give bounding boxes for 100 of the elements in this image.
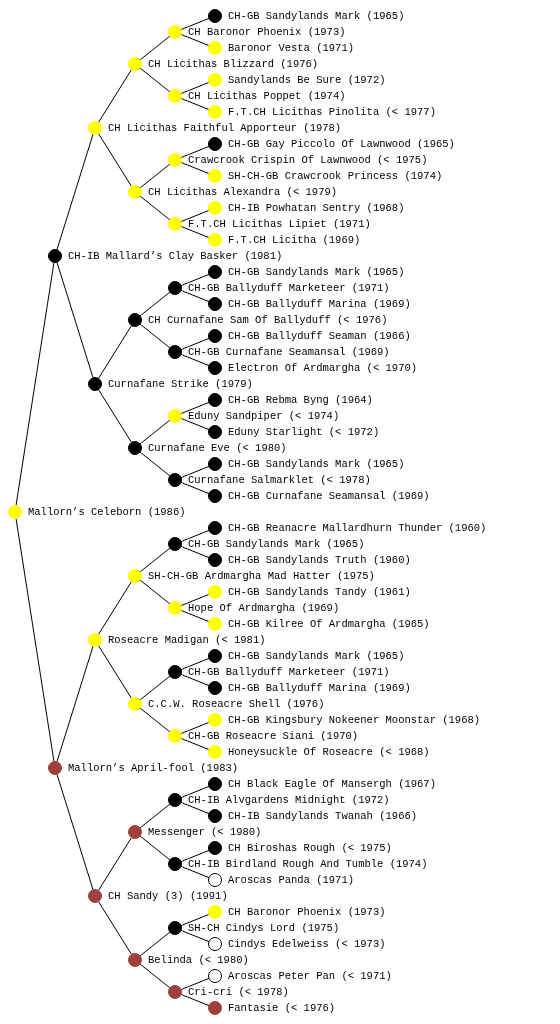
connector-line [180,209,210,223]
dog-name: CH-GB Curnafane Seamansal (1969) [188,345,390,359]
connector-line [180,609,210,623]
connector-line [139,931,171,957]
connector-line [139,163,171,189]
dog-name: CH-IB Birdland Rough And Tumble (1974) [188,857,428,871]
connector-line [180,353,210,367]
connector-line [180,785,210,799]
dog-name: CH-GB Sandylands Mark (1965) [188,537,365,551]
connector-line [139,451,171,477]
connector-line [180,481,210,495]
connector-line [180,81,210,95]
dog-name: CH-IB Mallard’s Clay Basker (1981) [68,249,283,263]
connector-line [97,901,133,955]
dog-name: CH Licithas Faithful Apporteur (1978) [108,121,342,135]
dog-name: CH-GB Sandylands Tandy (1961) [228,585,411,599]
dog-name: Eduny Sandpiper (< 1974) [188,409,340,423]
dog-name: Curnafane Strike (1979) [108,377,253,391]
dog-name: Electron Of Ardmargha (< 1970) [228,361,418,375]
dog-name: CH-GB Sandylands Mark (1965) [228,265,405,279]
connector-line [180,401,210,415]
dog-name: CH Baronor Phoenix (1973) [188,25,346,39]
connector-line [180,545,210,559]
dog-name: CH-GB Kingsbury Nokeener Moonstar (1968) [228,713,481,727]
connector-line [56,645,94,763]
connector-line [180,977,210,991]
dog-name: Eduny Starlight (< 1972) [228,425,380,439]
dog-name: CH-GB Ballyduff Marketeer (1971) [188,281,390,295]
connector-line [180,865,210,879]
connector-line [139,963,171,989]
dog-name: CH-GB Sandylands Mark (1965) [228,649,405,663]
connector-line [180,273,210,287]
dog-name: Aroscas Panda (1971) [228,873,355,887]
dog-name: CH Licithas Blizzard (1976) [148,57,319,71]
connector-line [139,323,171,349]
connector-line [97,645,133,699]
connector-line [180,33,210,47]
connector-line [180,673,210,687]
dog-name: Cindys Edelweiss (< 1973) [228,937,386,951]
connector-line [180,801,210,815]
dog-name: SH-CH Cindys Lord (1975) [188,921,340,935]
dog-name: SH-CH-GB Ardmargha Mad Hatter (1975) [148,569,375,583]
connector-line [180,465,210,479]
dog-name: CH-GB Sandylands Mark (1965) [228,457,405,471]
connector-line [180,993,210,1007]
dog-name: CH-GB Curnafane Seamansal (1969) [228,489,430,503]
dog-name: CH-GB Sandylands Mark (1965) [228,9,405,23]
connector-line [15,517,55,763]
dog-name: CH Baronor Phoenix (1973) [228,905,386,919]
dog-name: Belinda (< 1980) [148,953,249,967]
connector-line [139,579,171,605]
dog-name: Roseacre Madigan (< 1981) [108,633,266,647]
connector-line [56,261,94,379]
connector-line [139,35,171,61]
connector-line [180,913,210,927]
connector-line [139,67,171,93]
connector-line [139,803,171,829]
connector-line [180,657,210,671]
connector-line [139,419,171,445]
dog-name: Curnafane Salmarklet (< 1978) [188,473,371,487]
connector-line [139,835,171,861]
dog-name: CH-GB Ballyduff Seaman (1966) [228,329,411,343]
dog-name: CH-GB Sandylands Truth (1960) [228,553,411,567]
dog-name: Curnafane Eve (< 1980) [148,441,287,455]
dog-name: F.T.CH Licithas Lipiet (1971) [188,217,371,231]
dog-name: C.C.W. Roseacre Shell (1976) [148,697,325,711]
dog-name: CH-GB Rebma Byng (1964) [228,393,373,407]
connector-line [180,337,210,351]
connector-line [56,773,94,891]
dog-name: CH Sandy (3) (1991) [108,889,228,903]
connector-line [180,849,210,863]
connector-line [56,133,94,251]
dog-name: CH-GB Reanacre Mallardhurn Thunder (1960) [228,521,487,535]
connector-line [180,97,210,111]
dog-name: Honeysuckle Of Roseacre (< 1968) [228,745,430,759]
connector-line [97,133,133,187]
dog-name: CH-GB Gay Piccolo Of Lawnwood (1965) [228,137,455,151]
connector-line [180,929,210,943]
connector-line [139,547,171,573]
dog-name: CH-GB Ballyduff Marina (1969) [228,681,411,695]
connector-line [180,593,210,607]
dog-name: CH-GB Ballyduff Marina (1969) [228,297,411,311]
dog-name: CH Biroshas Rough (< 1975) [228,841,392,855]
connector-line [97,581,133,635]
dog-name: Cri-cri (< 1978) [188,985,289,999]
dog-name: CH-GB Kilree Of Ardmargha (1965) [228,617,430,631]
connector-line [139,707,171,733]
dog-name: CH-IB Powhatan Sentry (1968) [228,201,405,215]
connector-line [180,289,210,303]
dog-name: CH Licithas Alexandra (< 1979) [148,185,338,199]
dog-name: CH Curnafane Sam Of Ballyduff (< 1976) [148,313,388,327]
connector-line [180,225,210,239]
connector-line [180,721,210,735]
connector-line [180,17,210,31]
connector-line [180,417,210,431]
dog-name: Sandylands Be Sure (1972) [228,73,386,87]
dog-name: Aroscas Peter Pan (< 1971) [228,969,392,983]
dog-name: CH-IB Sandylands Twanah (1966) [228,809,418,823]
connector-line [180,145,210,159]
connector-line [139,675,171,701]
